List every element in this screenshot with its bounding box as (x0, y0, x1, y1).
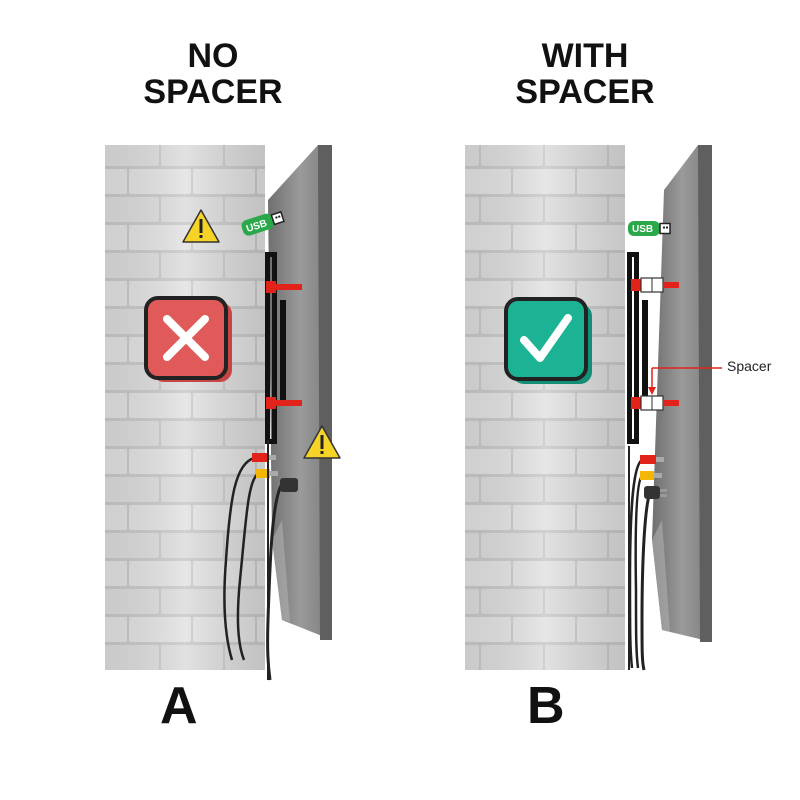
bracket-screw-bottom (631, 395, 679, 411)
panel-b-title-line1: WITH (541, 37, 629, 75)
panel-b-title: WITH SPACER (435, 38, 735, 110)
panel-b: Spacer USB (465, 145, 772, 671)
bracket-screw-top (631, 277, 679, 293)
panel-b-letter: B (527, 677, 565, 735)
spacer-callout: Spacer (648, 358, 772, 395)
spacer-label: Spacer (727, 358, 772, 374)
wall-bracket (265, 252, 286, 444)
panel-a: USB (105, 145, 341, 681)
wall-shading (465, 145, 625, 670)
power-plug-icon (640, 486, 667, 671)
bracket-screw-top (266, 281, 302, 293)
panel-a-title-line2: SPACER (143, 73, 283, 111)
tv-side-profile (268, 145, 332, 640)
panel-b-title-line2: SPACER (515, 73, 655, 111)
wall-bracket (627, 252, 648, 444)
panel-a-letter: A (160, 677, 198, 735)
warning-icon (303, 425, 341, 459)
x-icon (144, 296, 232, 382)
wall-shading (105, 145, 265, 670)
warning-icon (182, 209, 220, 243)
usb-stick-icon: USB (241, 210, 285, 236)
rca-cable-icon (223, 453, 278, 661)
usb-stick-icon: USB (628, 221, 671, 236)
bracket-screw-bottom (266, 397, 302, 409)
check-icon (504, 297, 592, 384)
panel-a-title: NO SPACER (63, 38, 363, 110)
panel-a-title-line1: NO (187, 37, 239, 75)
usb-label: USB (632, 224, 653, 235)
tv-side-profile (652, 145, 712, 642)
